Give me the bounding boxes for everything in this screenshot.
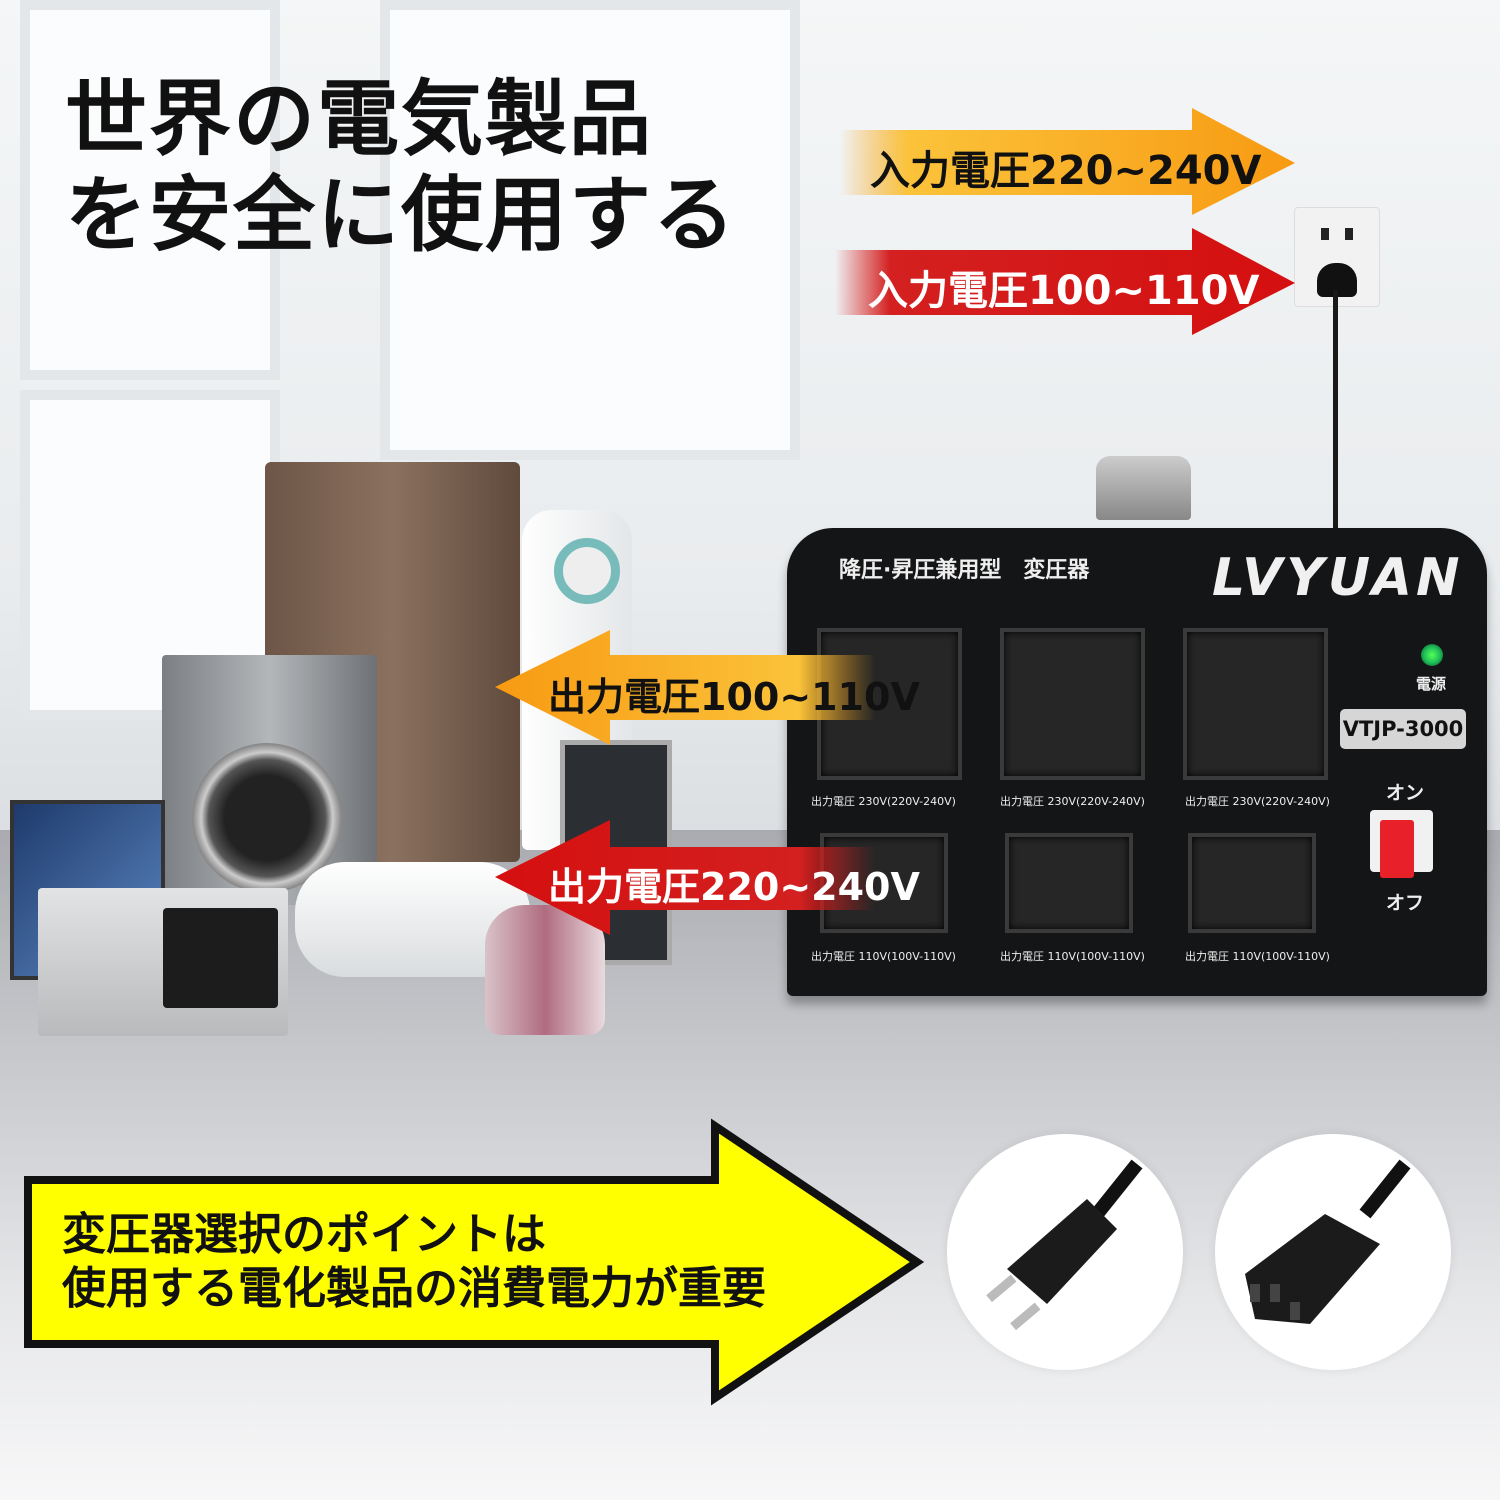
brand-logo: LVYUAN: [1212, 548, 1464, 608]
model-badge: VTJP-3000: [1340, 709, 1466, 749]
input-label-low: 入力電圧100~110V: [868, 268, 1260, 314]
rice-cooker: [485, 905, 605, 1035]
arrow-right-icon: [835, 228, 1295, 335]
power-switch[interactable]: [1370, 810, 1433, 878]
callout-arrow: [24, 1118, 925, 1406]
arrow-left-icon: [495, 820, 875, 935]
headline: 世界の電気製品 を安全に使用する: [65, 72, 737, 264]
input-arrows: [835, 108, 1295, 335]
iec-c13-connector-icon: [1245, 1159, 1411, 1324]
transformer: 降圧·昇圧兼用型 変圧器 LVYUAN 出力電圧 230V(220V-240V)…: [787, 528, 1487, 996]
socket-label: 出力電圧 230V(220V-240V): [1185, 795, 1330, 808]
output-arrows: [495, 630, 875, 935]
switch-off-label: オフ: [1386, 892, 1425, 914]
universal-socket: [1183, 628, 1328, 780]
plug-type-a-icon: [986, 1159, 1143, 1331]
arrow-left-icon: [495, 630, 875, 745]
transformer-type-label: 降圧·昇圧兼用型 変圧器: [839, 558, 1090, 583]
window: [20, 0, 280, 380]
switch-on-label: オン: [1386, 782, 1425, 804]
us-socket: [1188, 833, 1316, 933]
callout-line-2: 使用する電化製品の消費電力が重要: [62, 1263, 766, 1314]
socket-label: 出力電圧 230V(220V-240V): [1000, 795, 1145, 808]
socket-label: 出力電圧 230V(220V-240V): [811, 795, 956, 808]
power-cord: [1333, 290, 1338, 530]
power-indicator-icon: [1421, 644, 1443, 666]
iec-connector-circle: [1215, 1134, 1451, 1370]
socket-label: 出力電圧 110V(100V-110V): [1000, 950, 1145, 963]
plug-type-a-circle: [947, 1134, 1183, 1370]
arrow-right-icon: [840, 108, 1295, 215]
us-socket: [1005, 833, 1133, 933]
socket-label: 出力電圧 110V(100V-110V): [811, 950, 956, 963]
power-indicator-label: 電源: [1416, 675, 1447, 693]
callout-line-1: 変圧器選択のポイントは: [62, 1209, 546, 1260]
window: [380, 0, 800, 460]
input-label-high: 入力電圧220~240V: [870, 148, 1262, 194]
microwave: [38, 888, 288, 1036]
headline-line-1: 世界の電気製品: [65, 72, 654, 167]
carry-handle: [1096, 456, 1191, 520]
universal-socket: [1000, 628, 1145, 780]
callout-text: 変圧器選択のポイントは 使用する電化製品の消費電力が重要: [62, 1208, 766, 1316]
output-label-low: 出力電圧100~110V: [548, 675, 920, 719]
socket-label: 出力電圧 110V(100V-110V): [1185, 950, 1330, 963]
output-label-high: 出力電圧220~240V: [548, 865, 920, 909]
headline-line-2: を安全に使用する: [65, 168, 738, 263]
